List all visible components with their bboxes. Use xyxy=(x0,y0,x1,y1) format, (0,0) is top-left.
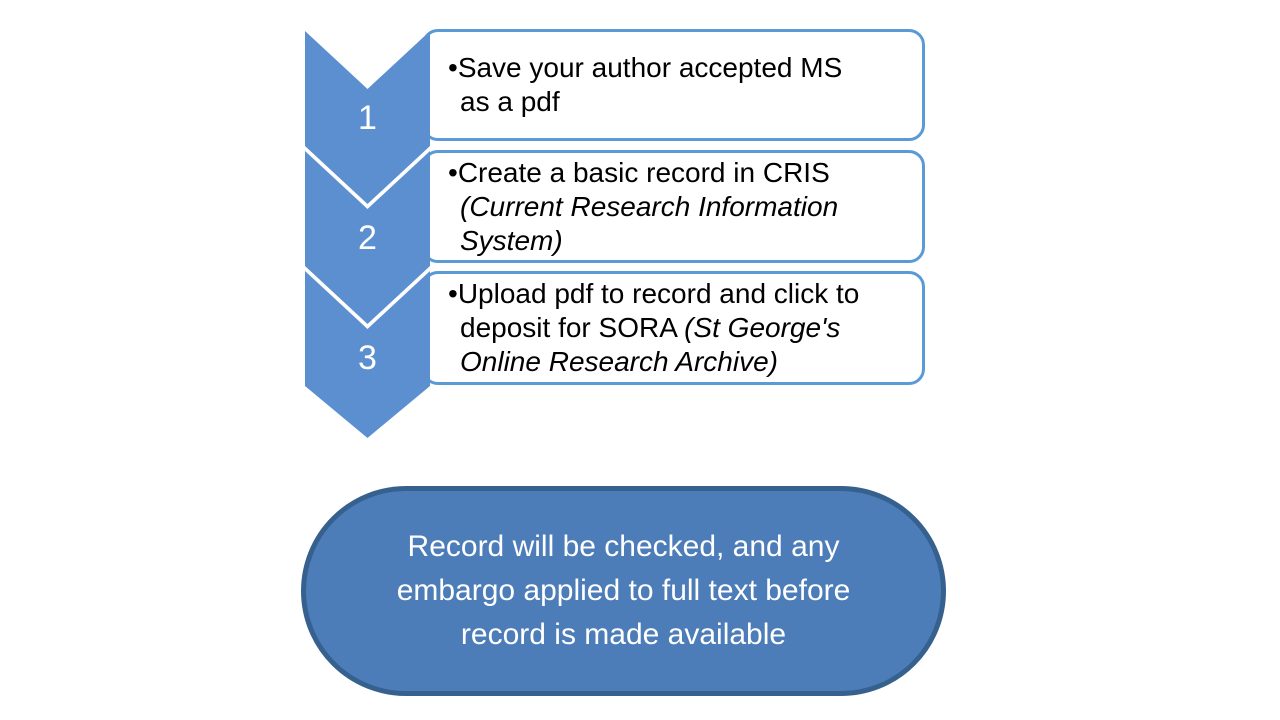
text-segment: (Current Research Information xyxy=(460,190,839,222)
text-segment: Create a basic record in CRIS xyxy=(457,156,830,188)
step-card-2-text: •Create a basic record in CRIS(Current R… xyxy=(425,156,842,258)
text-segment: Record will be checked, and any xyxy=(407,530,840,563)
chevron-step-3-icon xyxy=(305,271,430,438)
text-line: •Upload pdf to record and click to xyxy=(448,277,859,311)
text-segment: record is made available xyxy=(460,618,787,651)
text-segment: as a pdf xyxy=(460,86,560,117)
bullet-icon: • xyxy=(448,52,458,83)
text-line: record is made available xyxy=(397,613,851,657)
text-segment: System) xyxy=(460,224,563,256)
text-segment: (St George's xyxy=(684,312,841,343)
text-segment: Save your author accepted MS xyxy=(457,52,843,83)
bullet-icon: • xyxy=(448,278,458,309)
chevron-arrow-column xyxy=(305,31,430,438)
step-number-1: 1 xyxy=(358,99,377,137)
text-line: •Create a basic record in CRIS xyxy=(448,156,838,190)
text-line: as a pdf xyxy=(448,85,842,119)
step-card-2: •Create a basic record in CRIS(Current R… xyxy=(422,150,925,263)
text-line: System) xyxy=(448,224,838,258)
chevron-step-1-icon xyxy=(305,31,430,204)
step-number-3: 3 xyxy=(358,339,377,377)
bullet-icon: • xyxy=(448,156,458,188)
chevron-step-2-icon xyxy=(305,151,430,324)
note-text: Record will be checked, and any embargo a… xyxy=(397,525,851,657)
text-segment: Online Research Archive) xyxy=(460,346,778,377)
text-segment: embargo applied to full text before xyxy=(396,574,851,607)
text-line: Online Research Archive) xyxy=(448,345,859,379)
text-line: deposit for SORA (St George's xyxy=(448,311,859,345)
text-line: embargo applied to full text before xyxy=(397,569,851,613)
text-segment: deposit for SORA xyxy=(460,312,685,343)
step-number-2: 2 xyxy=(358,219,377,257)
note-ellipse: Record will be checked, and any embargo a… xyxy=(301,486,946,696)
text-segment: Upload pdf to record and click to xyxy=(457,278,860,309)
text-line: Record will be checked, and any xyxy=(397,525,851,569)
text-line: (Current Research Information xyxy=(448,190,838,224)
text-line: •Save your author accepted MS xyxy=(448,51,842,85)
